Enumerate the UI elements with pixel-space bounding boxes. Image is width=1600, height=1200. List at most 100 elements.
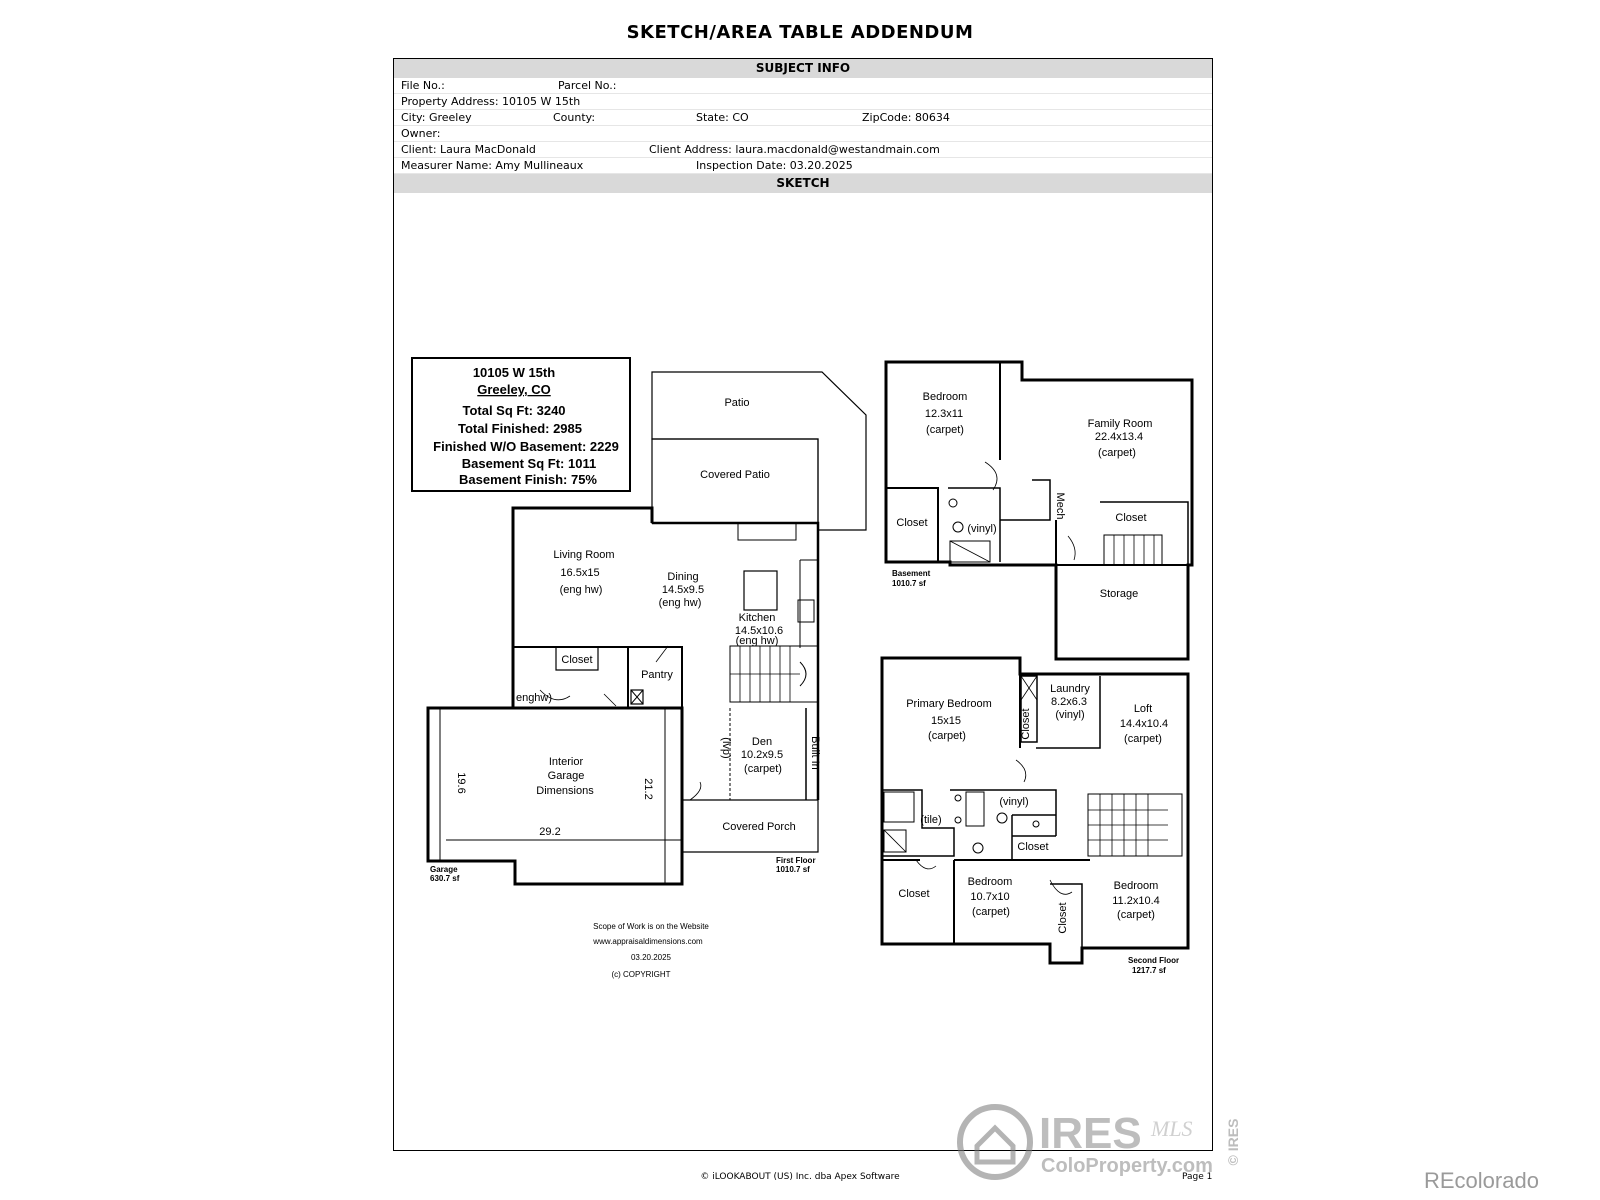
sketch-band: SKETCH bbox=[394, 174, 1212, 193]
closet-label: Closet bbox=[561, 654, 592, 666]
loft-name: Loft bbox=[1134, 703, 1152, 715]
dining-name: Dining bbox=[667, 571, 698, 583]
scope-note-3: 03.20.2025 bbox=[631, 953, 672, 962]
laundry-floor: (vinyl) bbox=[1055, 709, 1084, 721]
dining-size: 14.5x9.5 bbox=[662, 584, 704, 596]
bedroom-mid-size: 10.7x10 bbox=[970, 891, 1009, 903]
living-room-size: 16.5x15 bbox=[560, 567, 599, 579]
scope-note-2: www.appraisaldimensions.com bbox=[592, 937, 703, 946]
covered-patio-label: Covered Patio bbox=[700, 469, 770, 481]
recolorado-watermark: REcolorado bbox=[1424, 1168, 1539, 1193]
info-row-client: Client: Laura MacDonald Client Address: … bbox=[394, 142, 1212, 158]
first-floor-plan bbox=[426, 371, 867, 886]
family-room-name: Family Room bbox=[1088, 418, 1153, 430]
summary-basement-finish: Basement Finish: 75% bbox=[459, 472, 597, 487]
parcel-no: Parcel No.: bbox=[558, 79, 617, 92]
zipcode: ZipCode: 80634 bbox=[862, 111, 950, 124]
enghw-label: enghw) bbox=[516, 692, 552, 704]
summary-address: 10105 W 15th bbox=[473, 365, 555, 380]
basement-bedroom-name: Bedroom bbox=[923, 391, 968, 403]
patio-label: Patio bbox=[724, 397, 749, 409]
summary-box: 10105 W 15th Greeley, CO Total Sq Ft: 32… bbox=[411, 357, 631, 492]
addendum-frame: SUBJECT INFO File No.: Parcel No.: Prope… bbox=[393, 58, 1213, 1151]
coloproperty-wordmark: ColoProperty.com bbox=[1041, 1155, 1213, 1177]
primary-bedroom-floor: (carpet) bbox=[928, 730, 966, 742]
basement-closet-right: Closet bbox=[1115, 512, 1146, 524]
summary-city: Greeley, CO bbox=[477, 382, 550, 397]
bedroom-mid-floor: (carpet) bbox=[972, 906, 1010, 918]
house-icon bbox=[974, 1124, 1016, 1165]
basement-area-labels: Basement 1010.7 sf bbox=[892, 569, 931, 588]
tile-label: (tile) bbox=[920, 814, 941, 826]
scope-note-1: Scope of Work is on the Website bbox=[593, 922, 709, 931]
info-row-file: File No.: Parcel No.: bbox=[394, 78, 1212, 94]
bedroom-mid-name: Bedroom bbox=[968, 876, 1013, 888]
ires-watermark-logo: IRES MLS ColoProperty.com © IRES bbox=[957, 1104, 1241, 1180]
first-floor-area: 1010.7 sf bbox=[776, 865, 810, 874]
second-floor-closet-mid: Closet bbox=[1017, 841, 1048, 853]
living-room-name: Living Room bbox=[553, 549, 614, 561]
bedroom-right-floor: (carpet) bbox=[1117, 909, 1155, 921]
laundry-size: 8.2x6.3 bbox=[1051, 696, 1087, 708]
primary-bedroom-name: Primary Bedroom bbox=[906, 698, 992, 710]
first-floor-label: First Floor bbox=[776, 856, 816, 865]
laundry-name: Laundry bbox=[1050, 683, 1090, 695]
info-row-owner: Owner: bbox=[394, 126, 1212, 142]
footer-page-number: Page 1 bbox=[1182, 1172, 1213, 1182]
owner: Owner: bbox=[401, 127, 441, 140]
second-floor-area-labels: Second Floor 1217.7 sf bbox=[1128, 956, 1179, 975]
basement-vinyl: (vinyl) bbox=[967, 523, 996, 535]
den-size: 10.2x9.5 bbox=[741, 749, 783, 761]
garage-interior-2: Garage bbox=[548, 770, 585, 782]
ires-mls-wordmark: MLS bbox=[1150, 1116, 1193, 1141]
second-floor-closet-left: Closet bbox=[898, 888, 929, 900]
first-floor-labels: Patio Covered Patio Living Room 16.5x15 … bbox=[455, 397, 821, 838]
garage-dim-right: 21.2 bbox=[642, 778, 654, 799]
ires-wordmark: IRES bbox=[1039, 1109, 1142, 1158]
second-floor-closet-vertical-2: Closet bbox=[1057, 902, 1069, 933]
document-title: SKETCH/AREA TABLE ADDENDUM bbox=[626, 22, 974, 43]
covered-porch-label: Covered Porch bbox=[722, 821, 795, 833]
client: Client: Laura MacDonald bbox=[401, 143, 536, 156]
state: State: CO bbox=[696, 111, 749, 124]
loft-floor: (carpet) bbox=[1124, 733, 1162, 745]
summary-basement-sqft: Basement Sq Ft: 1011 bbox=[462, 456, 596, 471]
inspection-date: Inspection Date: 03.20.2025 bbox=[696, 159, 853, 172]
family-room-floor: (carpet) bbox=[1098, 447, 1136, 459]
kitchen-size: 14.5x10.6 bbox=[735, 625, 783, 637]
den-name: Den bbox=[752, 736, 772, 748]
den-floor: (carpet) bbox=[744, 763, 782, 775]
garage-label: Garage bbox=[430, 865, 458, 874]
kitchen-name: Kitchen bbox=[739, 612, 776, 624]
county: County: bbox=[553, 111, 596, 124]
measurer: Measurer Name: Amy Mullineaux bbox=[401, 159, 584, 172]
primary-bedroom-size: 15x15 bbox=[931, 715, 961, 727]
garage-interior-3: Dimensions bbox=[536, 785, 594, 797]
info-row-address: Property Address: 10105 W 15th bbox=[394, 94, 1212, 110]
summary-total-finished: Total Finished: 2985 bbox=[458, 421, 582, 436]
file-no: File No.: bbox=[401, 79, 445, 92]
pantry-label: Pantry bbox=[641, 669, 673, 681]
footer-copyright: © iLOOKABOUT (US) Inc. dba Apex Software bbox=[700, 1172, 900, 1182]
scope-notes: Scope of Work is on the Website www.appr… bbox=[592, 922, 709, 979]
basement-bedroom-size: 12.3x11 bbox=[925, 408, 963, 420]
kitchen-floor: (eng hw) bbox=[736, 635, 779, 647]
dining-floor: (eng hw) bbox=[659, 597, 702, 609]
loft-size: 14.4x10.4 bbox=[1120, 718, 1168, 730]
basement-labels: Bedroom 12.3x11 (carpet) Family Room 22.… bbox=[896, 391, 1152, 600]
info-row-measurer: Measurer Name: Amy Mullineaux Inspection… bbox=[394, 158, 1212, 174]
client-address: Client Address: laura.macdonald@westandm… bbox=[649, 143, 940, 156]
second-floor-label: Second Floor bbox=[1128, 956, 1179, 965]
city: City: Greeley bbox=[401, 111, 472, 124]
mech-label: Mech bbox=[1054, 493, 1066, 520]
second-floor-labels: Primary Bedroom 15x15 (carpet) Closet La… bbox=[898, 683, 1168, 934]
garage-area: 630.7 sf bbox=[430, 874, 460, 883]
subject-info-band: SUBJECT INFO bbox=[394, 59, 1212, 78]
garage-interior-1: Interior bbox=[549, 756, 584, 768]
basement-closet-left: Closet bbox=[896, 517, 927, 529]
lvp-label: (lvp) bbox=[720, 737, 732, 758]
ires-vertical-wordmark: © IRES bbox=[1225, 1119, 1241, 1166]
living-room-floor: (eng hw) bbox=[560, 584, 603, 596]
family-room-size: 22.4x13.4 bbox=[1095, 431, 1143, 443]
